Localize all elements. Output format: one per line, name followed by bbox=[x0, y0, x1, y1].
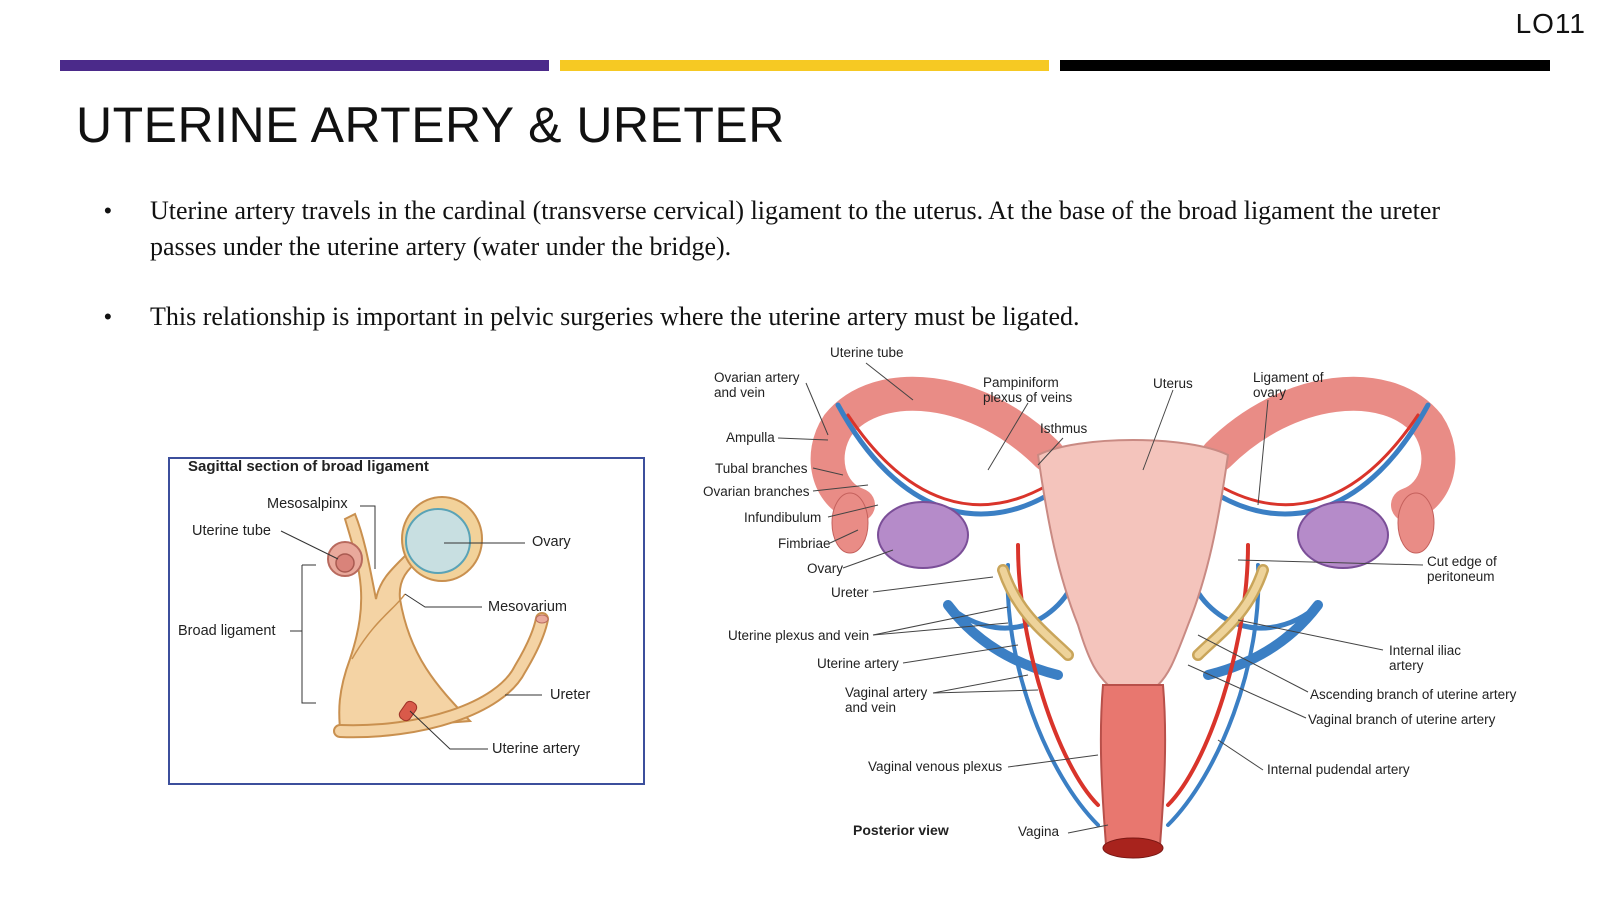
label-infundibulum: Infundibulum bbox=[744, 510, 822, 525]
label-internal-pudendal: Internal pudendal artery bbox=[1267, 762, 1410, 777]
label-posterior-view: Posterior view bbox=[853, 822, 949, 838]
broad-ligament-illustration bbox=[280, 496, 549, 750]
bullet-marker: • bbox=[104, 304, 112, 329]
bullet-list: • Uterine artery travels in the cardinal… bbox=[100, 193, 1500, 369]
label-ovarian-artery: Ovarian artery and vein bbox=[714, 370, 800, 400]
label-isthmus: Isthmus bbox=[1040, 421, 1088, 436]
figure-title: Sagittal section of broad ligament bbox=[188, 458, 429, 475]
accent-bar-yellow bbox=[560, 60, 1049, 71]
label-ovary: Ovary bbox=[532, 534, 571, 550]
label-uterus: Uterus bbox=[1153, 376, 1193, 391]
bullet-item: • Uterine artery travels in the cardinal… bbox=[100, 193, 1500, 265]
label-fimbriae: Fimbriae bbox=[778, 536, 831, 551]
bullet-marker: • bbox=[104, 198, 112, 223]
accent-bar-purple bbox=[60, 60, 549, 71]
slide-code: LO11 bbox=[1515, 8, 1586, 39]
label-pampiniform: Pampiniform plexus of veins bbox=[983, 375, 1073, 405]
label-mesovarium: Mesovarium bbox=[488, 599, 567, 615]
label-uterine-tube: Uterine tube bbox=[830, 345, 904, 360]
broad-ligament-figure: Sagittal section of broad ligament Mesos… bbox=[168, 457, 645, 785]
label-cut-edge: Cut edge of peritoneum bbox=[1427, 554, 1497, 584]
label-uterine-tube: Uterine tube bbox=[192, 523, 271, 539]
slide-title: UTERINE ARTERY & URETER bbox=[76, 97, 785, 153]
label-ovarian-branches: Ovarian branches bbox=[703, 484, 810, 499]
label-vagina: Vagina bbox=[1018, 824, 1060, 839]
bullet-item: • This relationship is important in pelv… bbox=[100, 299, 1500, 335]
uterus-illustration bbox=[777, 362, 1456, 859]
accent-bar-black bbox=[1060, 60, 1550, 71]
label-ureter: Ureter bbox=[831, 585, 869, 600]
label-ovary: Ovary bbox=[807, 561, 844, 576]
bullet-text: Uterine artery travels in the cardinal (… bbox=[150, 196, 1441, 261]
label-vaginal-branch: Vaginal branch of uterine artery bbox=[1308, 712, 1496, 727]
label-broad-ligament: Broad ligament bbox=[178, 623, 276, 639]
label-uterine-plexus: Uterine plexus and vein bbox=[728, 628, 870, 643]
label-uterine-artery: Uterine artery bbox=[492, 741, 580, 757]
uterus-posterior-figure: Uterine tube Ovarian artery and vein Pam… bbox=[703, 345, 1578, 895]
label-vaginal-venous-plexus: Vaginal venous plexus bbox=[868, 759, 1003, 774]
label-ampulla: Ampulla bbox=[726, 430, 775, 445]
label-mesosalpinx: Mesosalpinx bbox=[267, 496, 348, 512]
bullet-text: This relationship is important in pelvic… bbox=[150, 302, 1080, 331]
label-ascending-branch: Ascending branch of uterine artery bbox=[1310, 687, 1517, 702]
label-uterine-artery: Uterine artery bbox=[817, 656, 899, 671]
label-tubal-branches: Tubal branches bbox=[715, 461, 808, 476]
label-vaginal-artery: Vaginal artery and vein bbox=[845, 685, 928, 715]
label-ureter: Ureter bbox=[550, 687, 591, 703]
label-ligament-of-ovary: Ligament of ovary bbox=[1253, 370, 1324, 400]
label-internal-iliac: Internal iliac artery bbox=[1389, 643, 1462, 673]
